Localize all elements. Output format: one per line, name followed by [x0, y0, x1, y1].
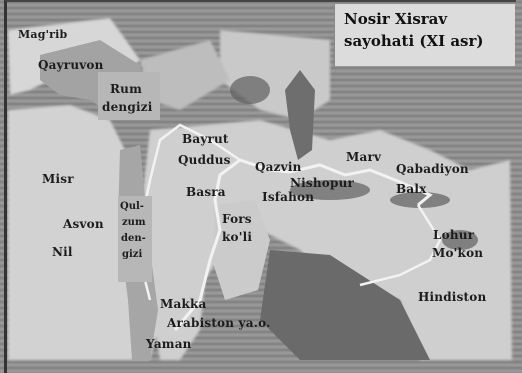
- map-title-box: [334, 4, 515, 67]
- label-mokon: Mo'kon: [432, 246, 484, 260]
- relief-shading: [230, 76, 478, 250]
- label-basra: Basra: [186, 185, 226, 199]
- label-nil: Nil: [52, 245, 73, 259]
- label-qulzum-3: den-: [121, 233, 146, 244]
- label-qulzum-1: Qul-: [120, 201, 144, 212]
- route-line: [173, 158, 433, 331]
- label-rum-1: Rum: [110, 82, 142, 96]
- label-marv: Marv: [346, 150, 382, 164]
- label-makka: Makka: [160, 297, 207, 311]
- label-isfahon: Isfahon: [262, 190, 315, 204]
- route-line-east: [359, 204, 442, 287]
- label-bg-rum: [98, 72, 160, 120]
- label-bayrut: Bayrut: [182, 132, 229, 146]
- label-yaman: Yaman: [146, 337, 192, 351]
- label-qulzum-2: zum: [122, 217, 146, 228]
- map-frame: [4, 0, 516, 373]
- label-qazvin: Qazvin: [255, 160, 302, 174]
- label-nishopur: Nishopur: [290, 176, 355, 190]
- label-asvon: Asvon: [63, 217, 104, 231]
- map-title-line-1: Nosir Xisrav: [344, 10, 448, 28]
- map-title-line-2: sayohati (XI asr): [344, 32, 484, 50]
- label-lohur: Lohur: [433, 228, 475, 242]
- label-magrib: Mag'rib: [18, 28, 68, 41]
- label-qabadiyon: Qabadiyon: [396, 162, 469, 176]
- label-bg-qulzum: [118, 196, 152, 282]
- label-hindiston: Hindiston: [418, 290, 487, 304]
- label-rum-2: dengizi: [102, 100, 153, 114]
- label-qulzum-4: gizi: [122, 249, 143, 260]
- label-fors-2: ko'li: [222, 230, 253, 244]
- label-qayruvon: Qayruvon: [38, 58, 104, 72]
- label-balx: Balx: [396, 182, 427, 196]
- label-fors-1: Fors: [222, 212, 252, 226]
- label-arabiston: Arabiston ya.o.: [167, 316, 271, 330]
- label-quddus: Quddus: [178, 153, 231, 167]
- label-misr: Misr: [42, 172, 74, 186]
